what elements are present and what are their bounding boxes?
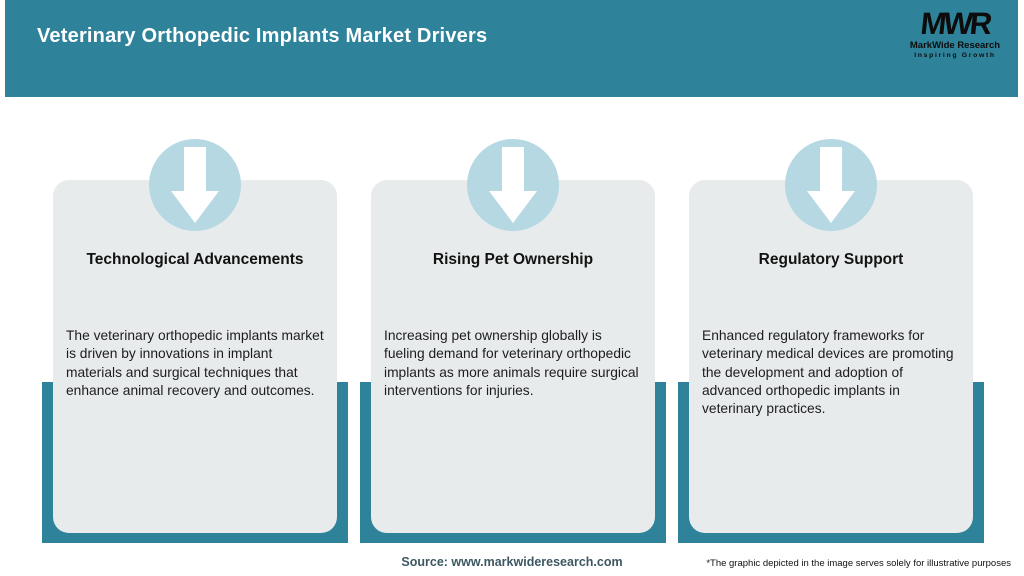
- driver-card-regulatory-support: Regulatory Support Enhanced regulatory f…: [678, 139, 984, 543]
- driver-card-rising-pet-ownership: Rising Pet Ownership Increasing pet owne…: [360, 139, 666, 543]
- card-body: The veterinary orthopedic implants marke…: [66, 328, 324, 398]
- down-arrow-icon: [467, 139, 559, 231]
- card-title: Technological Advancements: [86, 251, 304, 268]
- disclaimer-text: *The graphic depicted in the image serve…: [706, 558, 1011, 569]
- logo-monogram: MWR: [918, 6, 992, 41]
- card-panel: Regulatory Support Enhanced regulatory f…: [689, 180, 973, 533]
- card-title: Rising Pet Ownership: [432, 251, 594, 268]
- logo-tagline: Inspiring Growth: [914, 52, 996, 59]
- card-panel: Technological Advancements The veterinar…: [53, 180, 337, 533]
- down-arrow-icon: [785, 139, 877, 231]
- markwide-research-logo: MWR MarkWide Research Inspiring Growth: [904, 6, 1006, 59]
- card-body: Increasing pet ownership globally is fue…: [384, 328, 639, 398]
- driver-card-technological-advancements: Technological Advancements The veterinar…: [42, 139, 348, 543]
- card-body: Enhanced regulatory frameworks for veter…: [702, 328, 954, 417]
- card-title: Regulatory Support: [758, 251, 904, 268]
- page-title: Veterinary Orthopedic Implants Market Dr…: [37, 25, 488, 47]
- logo-name: MarkWide Research: [909, 40, 1001, 51]
- source-text: Source: www.markwideresearch.com: [401, 555, 623, 569]
- header-bar: Veterinary Orthopedic Implants Market Dr…: [5, 0, 1018, 97]
- card-panel: Rising Pet Ownership Increasing pet owne…: [371, 180, 655, 533]
- down-arrow-icon: [149, 139, 241, 231]
